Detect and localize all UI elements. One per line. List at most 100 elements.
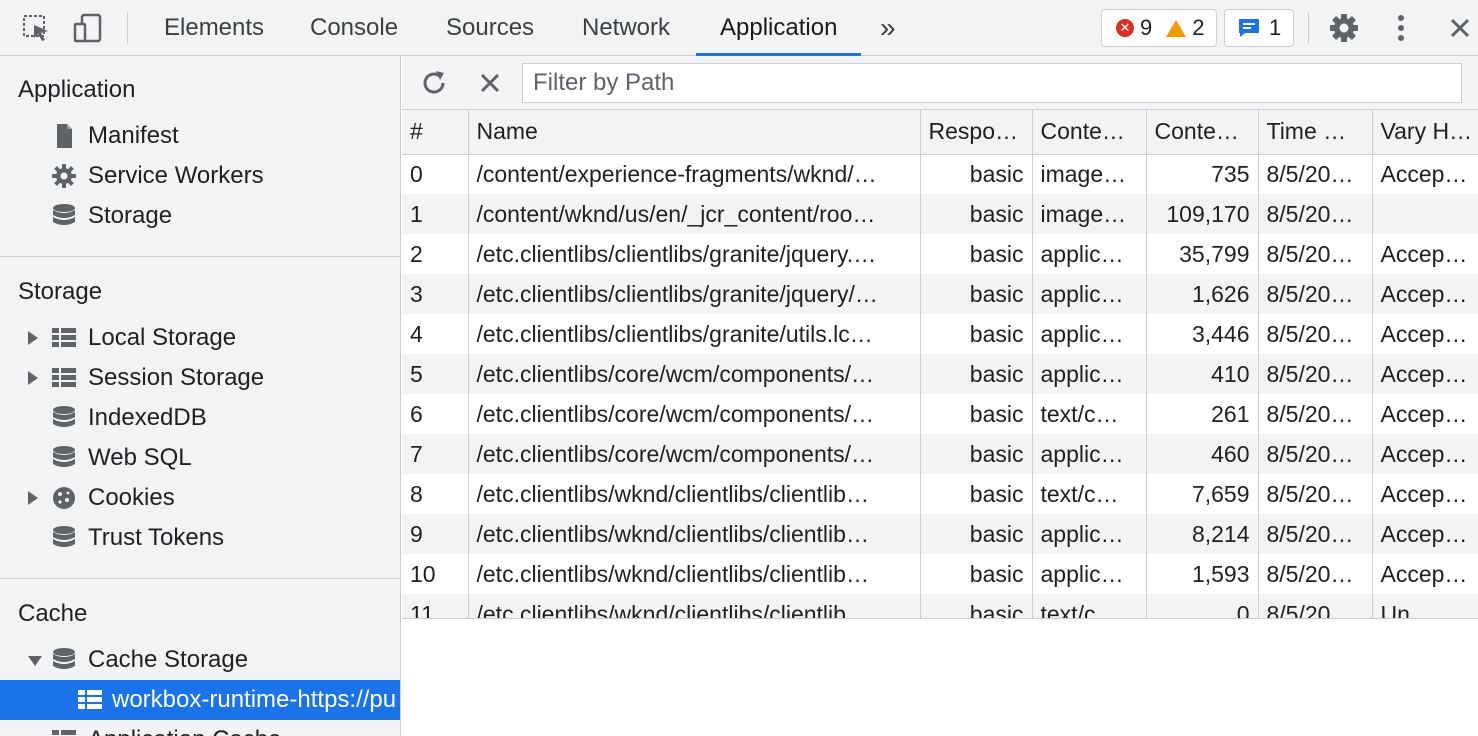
cell-name: /etc.clientlibs/wknd/clientlibs/clientli… xyxy=(468,474,921,514)
settings-gear-icon[interactable] xyxy=(1326,10,1362,46)
sidebar-item-label: IndexedDB xyxy=(88,404,207,431)
column-header-index[interactable]: # xyxy=(402,110,469,155)
cell-name: /content/experience-fragments/wknd/… xyxy=(468,154,921,194)
cell-index: 6 xyxy=(402,394,469,434)
sidebar-item-label: Web SQL xyxy=(88,444,192,471)
table-row[interactable]: 4/etc.clientlibs/clientlibs/granite/util… xyxy=(402,314,1478,354)
cell-content-length: 1,626 xyxy=(1146,274,1259,314)
cell-name: /etc.clientlibs/clientlibs/granite/jquer… xyxy=(468,274,921,314)
table-row[interactable]: 3/etc.clientlibs/clientlibs/granite/jque… xyxy=(402,274,1478,314)
cell-time-cached: 8/5/20… xyxy=(1258,154,1373,194)
cell-index: 4 xyxy=(402,314,469,354)
message-count: 1 xyxy=(1269,15,1282,40)
inspect-element-icon[interactable] xyxy=(18,10,54,46)
sidebar-item-storage[interactable]: Storage xyxy=(0,196,400,236)
expand-arrow-icon[interactable] xyxy=(28,371,38,385)
cell-time-cached: 8/5/20… xyxy=(1258,394,1373,434)
delete-selected-icon[interactable] xyxy=(472,65,508,101)
cell-response-type: basic xyxy=(920,194,1033,234)
column-header-vary-header[interactable]: Vary H… xyxy=(1372,110,1478,155)
tab-application[interactable]: Application xyxy=(695,0,862,56)
tab-console[interactable]: Console xyxy=(310,14,399,41)
sidebar-item-manifest[interactable]: Manifest xyxy=(0,116,400,156)
sidebar-item-service-workers[interactable]: Service Workers xyxy=(0,156,400,196)
cell-response-type: basic xyxy=(920,234,1033,274)
sidebar-item-label: Trust Tokens xyxy=(88,524,225,551)
cell-response-type: basic xyxy=(920,314,1033,354)
device-toolbar-icon[interactable] xyxy=(70,10,106,46)
cell-time-cached: 8/5/20… xyxy=(1258,514,1373,554)
cell-content-length: 8,214 xyxy=(1146,514,1259,554)
cell-index: 1 xyxy=(402,194,469,234)
column-header-time-cached[interactable]: Time … xyxy=(1258,110,1373,155)
cell-vary-header: Accep… xyxy=(1372,394,1478,434)
table-row[interactable]: 8/etc.clientlibs/wknd/clientlibs/clientl… xyxy=(402,474,1478,514)
warning-count: 2 xyxy=(1192,15,1205,40)
cell-content-type: text/c… xyxy=(1032,394,1147,434)
table-row[interactable]: 5/etc.clientlibs/core/wcm/components/…ba… xyxy=(402,354,1478,394)
collapse-arrow-icon[interactable] xyxy=(28,656,42,666)
cell-content-type: image… xyxy=(1032,194,1147,234)
refresh-icon[interactable] xyxy=(416,65,452,101)
more-options-icon[interactable] xyxy=(1383,10,1419,46)
table-grid-icon xyxy=(52,730,76,735)
issues-counter[interactable]: ✕ 9 2 xyxy=(1101,9,1217,47)
table-row[interactable]: 9/etc.clientlibs/wknd/clientlibs/clientl… xyxy=(402,514,1478,554)
sidebar-item-application-cache[interactable]: Application Cache xyxy=(0,720,400,736)
sidebar-item-indexeddb[interactable]: IndexedDB xyxy=(0,398,400,438)
cell-response-type: basic xyxy=(920,394,1033,434)
cell-response-type: basic xyxy=(920,154,1033,194)
cache-entries-table: # Name Respo… Conte… Conte… Time … Vary … xyxy=(402,110,1478,664)
database-icon xyxy=(53,204,75,225)
tab-network[interactable]: Network xyxy=(582,14,671,41)
cell-vary-header: Accep… xyxy=(1372,234,1478,274)
close-devtools-icon[interactable] xyxy=(1442,10,1478,46)
sidebar-item-session-storage[interactable]: Session Storage xyxy=(0,358,400,398)
section-divider xyxy=(0,578,400,579)
toolbar-divider-2 xyxy=(1308,12,1309,44)
sidebar-item-cookies[interactable]: Cookies xyxy=(0,478,400,518)
cell-name: /content/wknd/us/en/_jcr_content/roo… xyxy=(468,194,921,234)
table-row[interactable]: 1/content/wknd/us/en/_jcr_content/roo…ba… xyxy=(402,194,1478,234)
more-tabs-button[interactable]: » xyxy=(880,12,896,43)
table-row[interactable]: 2/etc.clientlibs/clientlibs/granite/jque… xyxy=(402,234,1478,274)
expand-arrow-icon[interactable] xyxy=(28,491,38,505)
cell-index: 2 xyxy=(402,234,469,274)
cell-vary-header: Accep… xyxy=(1372,514,1478,554)
cell-content-type: applic… xyxy=(1032,554,1147,594)
sidebar-item-label: Local Storage xyxy=(88,324,237,351)
sidebar-item-web-sql[interactable]: Web SQL xyxy=(0,438,400,478)
gear-icon xyxy=(52,164,76,188)
cell-content-length: 3,446 xyxy=(1146,314,1259,354)
tab-elements[interactable]: Elements xyxy=(164,14,265,41)
tab-sources[interactable]: Sources xyxy=(446,14,535,41)
messages-counter[interactable]: 1 xyxy=(1224,9,1294,47)
devtools-toolbar: Elements Console Sources Network Applica… xyxy=(0,0,1478,56)
sidebar-item-workbox-runtime-cache[interactable]: workbox-runtime-https://pu xyxy=(0,680,400,720)
cell-content-type: applic… xyxy=(1032,514,1147,554)
sidebar-item-cache-storage[interactable]: Cache Storage xyxy=(0,640,400,680)
column-header-response-type[interactable]: Respo… xyxy=(920,110,1033,155)
section-title-application: Application xyxy=(18,76,136,103)
column-header-content-type[interactable]: Conte… xyxy=(1032,110,1147,155)
cell-time-cached: 8/5/20… xyxy=(1258,474,1373,514)
database-icon xyxy=(53,446,75,467)
table-row[interactable]: 6/etc.clientlibs/core/wcm/components/…ba… xyxy=(402,394,1478,434)
column-header-content-length[interactable]: Conte… xyxy=(1146,110,1259,155)
sidebar-item-label: Cookies xyxy=(88,484,175,511)
column-header-name[interactable]: Name xyxy=(468,110,921,155)
table-row[interactable]: 0/content/experience-fragments/wknd/…bas… xyxy=(402,154,1478,194)
filter-by-path-input[interactable] xyxy=(522,63,1462,103)
expand-arrow-icon[interactable] xyxy=(28,331,38,345)
cell-content-type: applic… xyxy=(1032,354,1147,394)
cell-time-cached: 8/5/20… xyxy=(1258,354,1373,394)
sidebar-item-label: Session Storage xyxy=(88,364,265,391)
cell-index: 5 xyxy=(402,354,469,394)
sidebar-item-trust-tokens[interactable]: Trust Tokens xyxy=(0,518,400,558)
sidebar-item-local-storage[interactable]: Local Storage xyxy=(0,318,400,358)
cell-index: 10 xyxy=(402,554,469,594)
cell-content-length: 460 xyxy=(1146,434,1259,474)
cell-vary-header: Accep… xyxy=(1372,314,1478,354)
table-row[interactable]: 7/etc.clientlibs/core/wcm/components/…ba… xyxy=(402,434,1478,474)
table-row[interactable]: 10/etc.clientlibs/wknd/clientlibs/client… xyxy=(402,554,1478,594)
